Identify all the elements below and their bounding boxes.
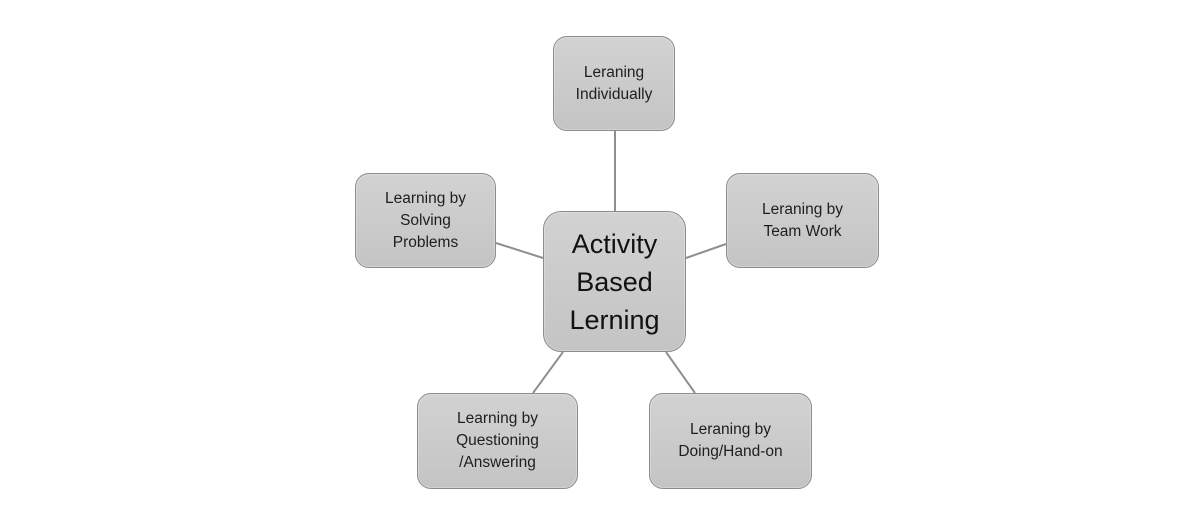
node-learning-by-doing: Leraning by Doing/Hand-on — [649, 393, 812, 489]
node-learning-by-solving-problems: Learning by Solving Problems — [355, 173, 496, 268]
center-node-label: Activity Based Lerning — [569, 228, 660, 335]
node-label: Leraning by Team Work — [761, 200, 843, 240]
connector-left — [495, 242, 544, 259]
node-learning-individually: Leraning Individually — [553, 36, 675, 131]
connector-bottom-left — [532, 351, 564, 394]
node-label: Leraning by Doing/Hand-on — [678, 421, 783, 460]
node-label: Learning by Questioning /Answering — [456, 410, 539, 471]
center-node-activity-based-learning: Activity Based Lerning — [543, 211, 686, 352]
connector-right — [685, 243, 727, 259]
node-label: Leraning Individually — [575, 63, 653, 103]
node-learning-by-team-work: Leraning by Team Work — [726, 173, 879, 268]
node-label: Learning by Solving Problems — [384, 189, 466, 251]
node-learning-by-questioning: Learning by Questioning /Answering — [417, 393, 578, 489]
connector-bottom-right — [665, 351, 696, 394]
